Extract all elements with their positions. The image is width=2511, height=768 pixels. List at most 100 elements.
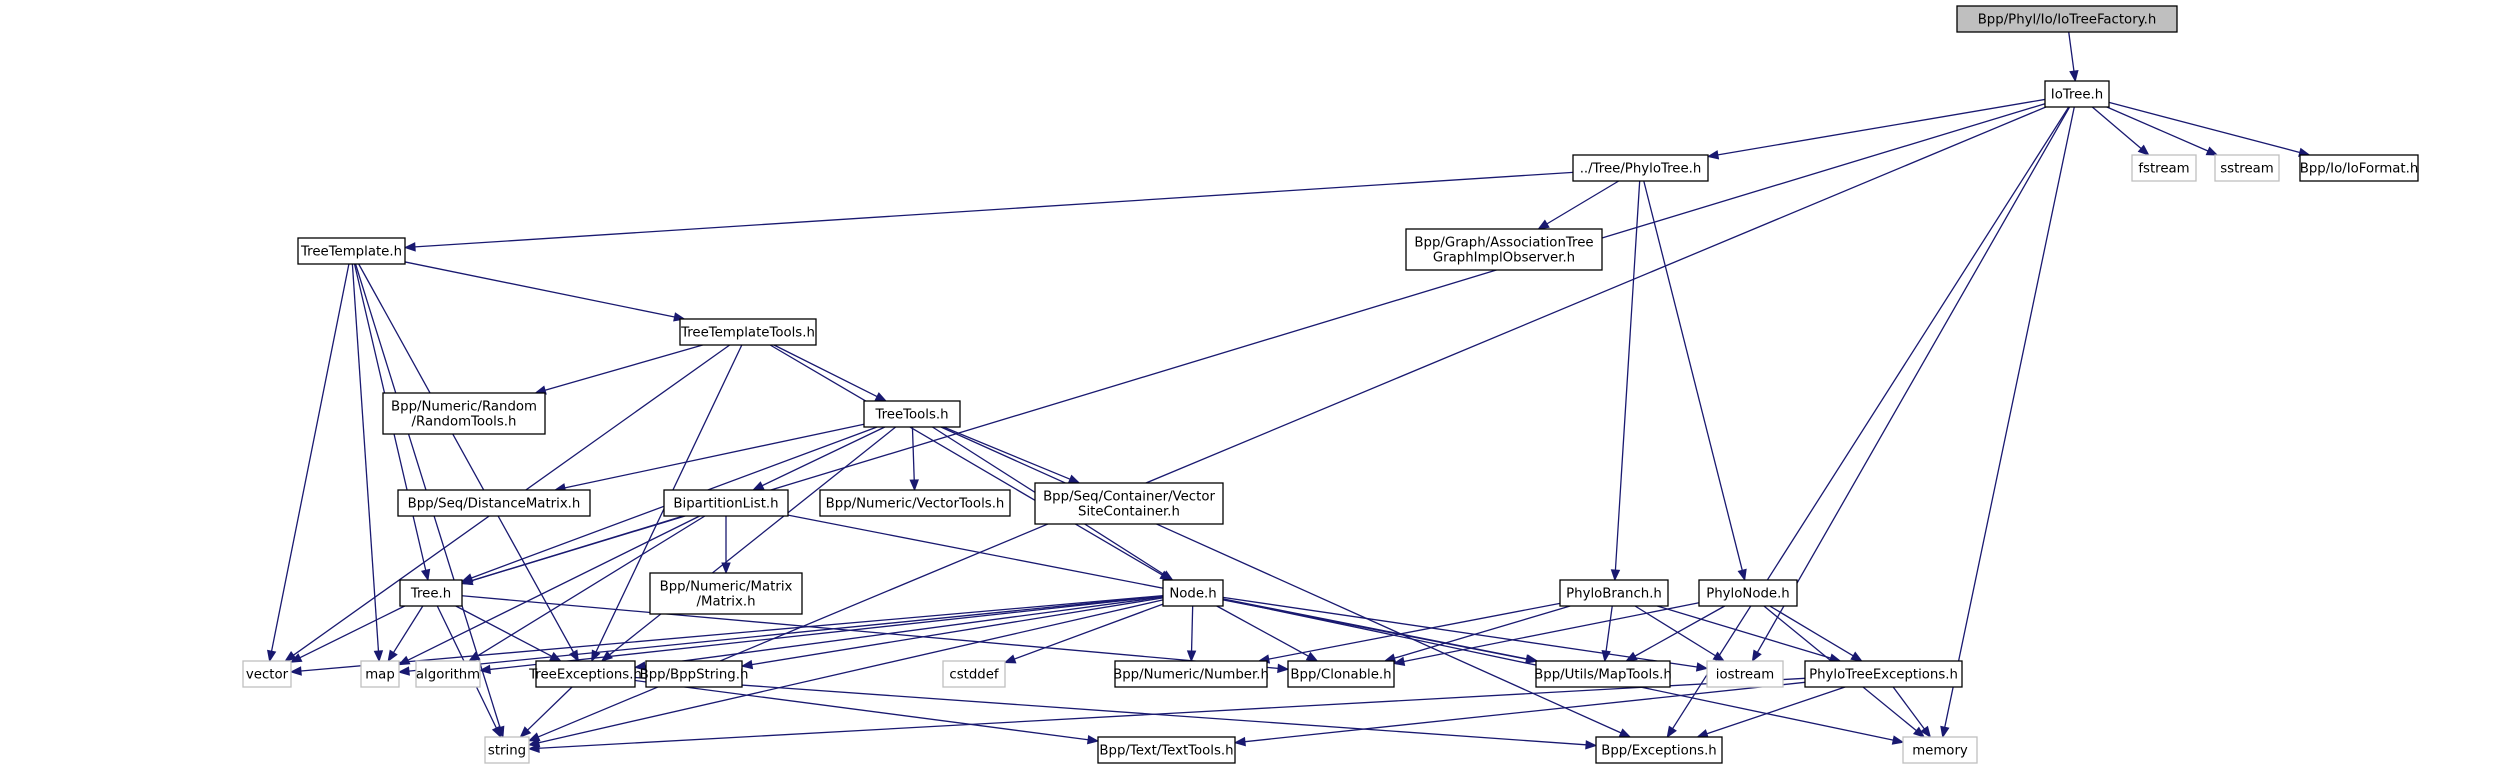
arrowhead-icon — [1392, 656, 1406, 667]
node-number[interactable]: Bpp/Numeric/Number.h — [1113, 660, 1269, 688]
node-treeexceptions[interactable]: TreeExceptions.h — [528, 660, 642, 688]
node-label: Bpp/Seq/DistanceMatrix.h — [408, 497, 581, 512]
arrowhead-icon — [1161, 570, 1174, 581]
node-box — [382, 392, 546, 435]
node-box — [242, 660, 292, 688]
node-label: map — [365, 668, 395, 683]
node-label: TreeTemplate.h — [300, 245, 402, 260]
arrowhead-icon — [1751, 649, 1762, 663]
node-tree[interactable]: Tree.h — [399, 579, 463, 607]
edge-bipartition-to-tree — [460, 515, 684, 586]
edge-line — [2091, 106, 2142, 150]
node-box — [663, 489, 789, 517]
node-label: Bpp/Numeric/Random — [391, 400, 537, 415]
node-label: Bpp/Seq/Container/Vector — [1043, 490, 1215, 505]
node-bppstring[interactable]: Bpp/BppString.h — [640, 660, 749, 688]
edge-line — [408, 595, 1164, 672]
edge-treetools-to-vectortools — [909, 426, 919, 492]
arrowhead-icon — [874, 392, 888, 402]
node-box — [535, 660, 636, 688]
node-label: Bpp/Exceptions.h — [1601, 744, 1717, 759]
arrowhead-icon — [2137, 144, 2150, 156]
node-vectortools[interactable]: Bpp/Numeric/VectorTools.h — [819, 489, 1011, 517]
node-cstddef: cstddef — [942, 660, 1006, 688]
node-box — [1162, 579, 1224, 607]
edge-line — [1892, 686, 1925, 730]
node-treetemplatetools[interactable]: TreeTemplateTools.h — [679, 318, 817, 346]
node-label: TreeTools.h — [874, 408, 948, 423]
node-maptools[interactable]: Bpp/Utils/MapTools.h — [1534, 660, 1672, 688]
arrowhead-icon — [1277, 663, 1290, 674]
node-root[interactable]: Bpp/Phyl/Io/IoTreeFactory.h — [1956, 5, 2178, 33]
arrowhead-icon — [373, 650, 384, 663]
edge-root-to-iotree — [2068, 31, 2079, 83]
edge-node-to-number — [1186, 605, 1197, 663]
edge-treetools-to-treeexceptions — [600, 426, 897, 662]
arrowhead-icon — [403, 242, 416, 252]
edge-line — [477, 515, 706, 657]
arrowhead-icon — [1086, 734, 1100, 745]
node-label: IoTree.h — [2051, 88, 2103, 103]
arrowhead-icon — [397, 666, 410, 676]
arrowhead-icon — [289, 666, 302, 676]
node-label: cstddef — [949, 668, 999, 683]
edge-phylobranch-to-iostream — [1634, 605, 1726, 662]
node-clonable[interactable]: Bpp/Clonable.h — [1287, 660, 1395, 688]
node-ioformat[interactable]: Bpp/Io/IoFormat.h — [2299, 154, 2419, 182]
edge-line — [2068, 31, 2075, 72]
node-randomtools[interactable]: Bpp/Numeric/Random/RandomTools.h — [382, 392, 546, 435]
edge-line — [644, 596, 1164, 667]
edge-line — [609, 426, 897, 656]
arrowhead-icon — [1666, 725, 1677, 739]
node-phylotreeexceptions[interactable]: PhyloTreeExceptions.h — [1804, 660, 1963, 688]
node-box — [2214, 154, 2280, 182]
node-box — [1804, 660, 1963, 688]
arrowhead-icon — [721, 562, 731, 575]
node-assoc[interactable]: Bpp/Graph/AssociationTreeGraphImplObserv… — [1405, 228, 1603, 271]
edge-treetools-to-bipartition — [751, 426, 886, 491]
edge-line — [1605, 605, 1613, 652]
arrowhead-icon — [1610, 569, 1621, 582]
edge-phylonode-to-phylotreeexceptions — [1769, 605, 1863, 662]
node-label: PhyloNode.h — [1706, 587, 1790, 602]
node-treetools[interactable]: TreeTools.h — [863, 400, 961, 428]
node-bipartition[interactable]: BipartitionList.h — [663, 489, 789, 517]
edge-line — [527, 686, 573, 731]
node-label: PhyloBranch.h — [1566, 587, 1662, 602]
node-label: Bpp/BppString.h — [640, 668, 749, 683]
edge-line — [407, 515, 700, 661]
node-box — [1595, 736, 1723, 764]
node-phylonode[interactable]: PhyloNode.h — [1698, 579, 1798, 607]
node-box — [399, 579, 463, 607]
edge-line — [538, 599, 1164, 744]
node-exceptions[interactable]: Bpp/Exceptions.h — [1595, 736, 1723, 764]
node-label: Bpp/Clonable.h — [1290, 668, 1391, 683]
edge-phylotreeexceptions-to-string — [527, 677, 1806, 753]
arrowhead-icon — [397, 655, 411, 666]
node-matrix[interactable]: Bpp/Numeric/Matrix/Matrix.h — [649, 572, 803, 615]
node-phylotree[interactable]: ../Tree/PhyloTree.h — [1572, 154, 1709, 182]
node-label: Bpp/Phyl/Io/IoTreeFactory.h — [1978, 13, 2157, 28]
node-label: Bpp/Text/TextTools.h — [1099, 744, 1233, 759]
node-treetemplate[interactable]: TreeTemplate.h — [297, 237, 406, 265]
node-phylobranch[interactable]: PhyloBranch.h — [1559, 579, 1669, 607]
node-label: SiteContainer.h — [1078, 505, 1180, 520]
node-texttools[interactable]: Bpp/Text/TextTools.h — [1097, 736, 1236, 764]
node-distmatrix[interactable]: Bpp/Seq/DistanceMatrix.h — [397, 489, 591, 517]
edge-phylotree-to-assoc — [1537, 180, 1620, 230]
edge-node-to-map — [397, 595, 1164, 676]
arrowhead-icon — [519, 726, 532, 738]
edge-line — [1706, 686, 1846, 735]
edge-line — [1634, 605, 1726, 657]
arrowhead-icon — [1850, 651, 1863, 662]
edge-line — [1634, 605, 1716, 657]
node-iotree[interactable]: IoTree.h — [2044, 80, 2110, 108]
arrowhead-icon — [1891, 735, 1905, 745]
node-label: Node.h — [1169, 587, 1216, 602]
node-node[interactable]: Node.h — [1162, 579, 1224, 607]
arrowhead-icon — [2205, 146, 2219, 156]
edge-line — [358, 263, 575, 653]
arrowhead-icon — [1920, 725, 1932, 739]
